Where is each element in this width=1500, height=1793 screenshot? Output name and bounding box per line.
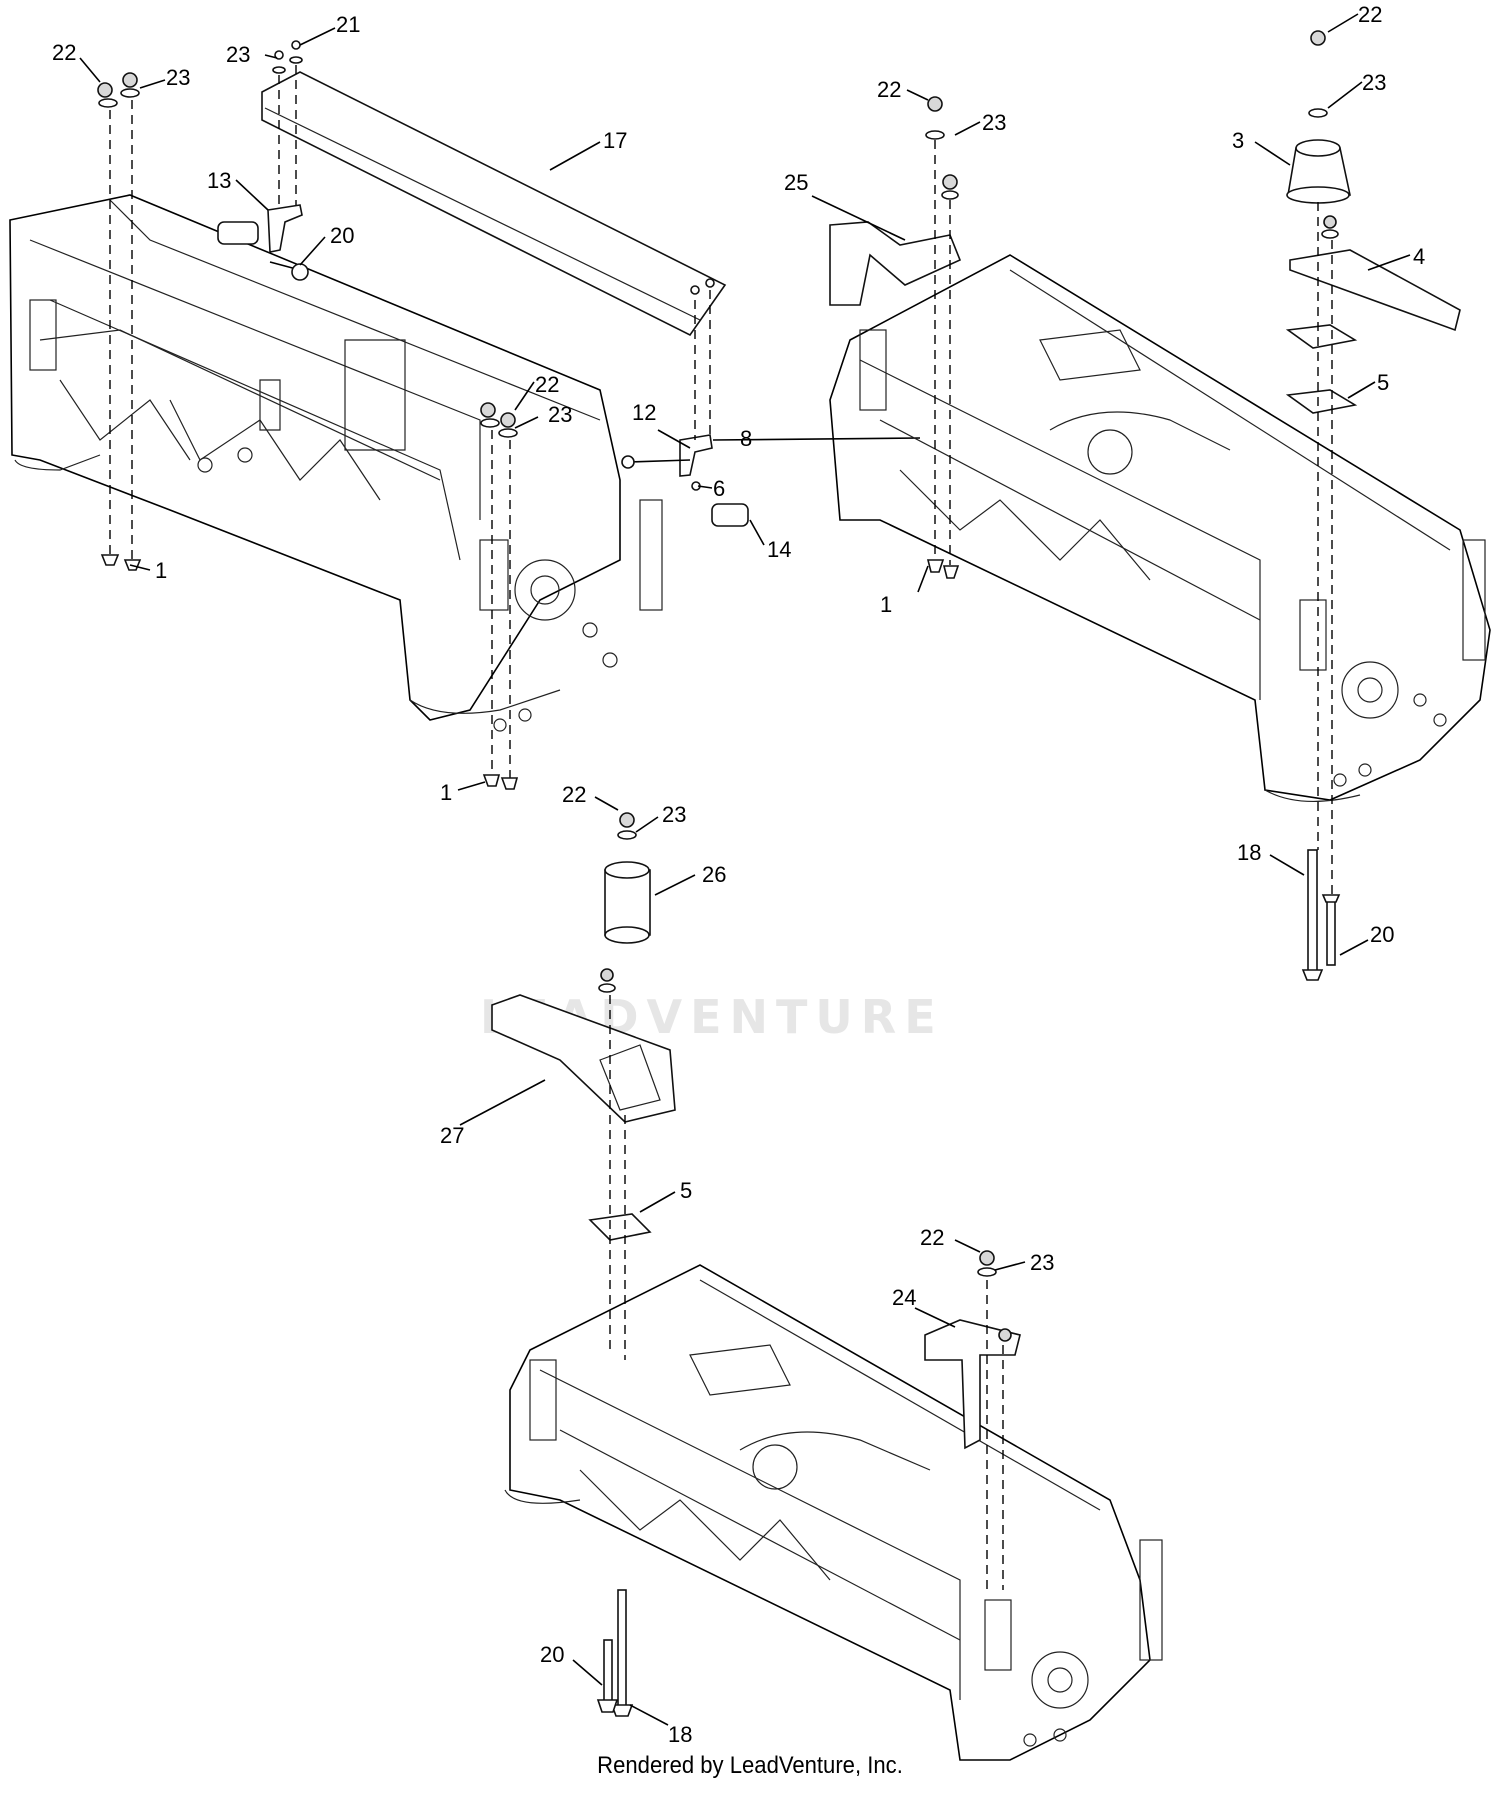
callout-22: 22: [920, 1225, 944, 1250]
callout-23: 23: [1030, 1250, 1054, 1275]
callout-18: 18: [668, 1722, 692, 1747]
callout-22: 22: [1358, 2, 1382, 27]
spacer-part-20-left: [217, 221, 259, 245]
callout-23: 23: [548, 402, 572, 427]
callout-23: 23: [226, 42, 250, 67]
callout-5: 5: [1377, 370, 1389, 395]
callout-22: 22: [52, 40, 76, 65]
mount-part-27: [491, 994, 676, 1123]
cutting-unit-right: [829, 254, 1491, 802]
callout-20: 20: [540, 1642, 564, 1667]
callout-23: 23: [662, 802, 686, 827]
bracket-part-25: [829, 221, 962, 306]
bolt-part-20-bottom: [603, 1639, 613, 1706]
callout-27: 27: [440, 1123, 464, 1148]
callout-17: 17: [603, 128, 627, 153]
callout-22: 22: [535, 372, 559, 397]
bracket-part-13: [267, 204, 303, 253]
callout-1: 1: [880, 592, 892, 617]
shield-part-17: [261, 71, 727, 337]
callout-4: 4: [1413, 244, 1425, 269]
callout-1: 1: [440, 780, 452, 805]
leader-lines-left: [79, 27, 921, 791]
plate-part-5-upper: [1285, 324, 1358, 349]
callout-3: 3: [1232, 128, 1244, 153]
hardware-bottom: [596, 812, 1012, 1717]
callout-5: 5: [680, 1178, 692, 1203]
plate-part-5-bottom: [588, 1213, 652, 1241]
callout-13: 13: [207, 168, 231, 193]
callout-20: 20: [1370, 922, 1394, 947]
cutting-unit-left: [9, 194, 663, 732]
cutting-unit-bottom: [504, 1264, 1163, 1761]
bolt-part-18-bottom: [617, 1589, 627, 1711]
callout-24: 24: [892, 1285, 916, 1310]
riser-part-26: [604, 861, 651, 944]
callout-20: 20: [330, 223, 354, 248]
bolt-part-18-right: [1307, 849, 1318, 976]
leader-lines-bottom: [459, 796, 1026, 1726]
callout-23: 23: [982, 110, 1006, 135]
bracket-part-12: [679, 434, 713, 477]
spacer-part-14: [711, 503, 749, 527]
callout-21: 21: [336, 12, 360, 37]
callout-22: 22: [562, 782, 586, 807]
callout-23: 23: [166, 65, 190, 90]
callout-1: 1: [155, 558, 167, 583]
callout-25: 25: [784, 170, 808, 195]
callout-26: 26: [702, 862, 726, 887]
hardware-right: [925, 30, 1341, 981]
bolt-part-20-right: [1326, 899, 1336, 966]
plate-part-5-lower: [1285, 389, 1358, 414]
callout-labels: 22 23 23 21 17 13 20 22 23 12 8 6 14 1 1…: [52, 2, 1425, 1747]
callout-14: 14: [767, 537, 791, 562]
callout-23: 23: [1362, 70, 1386, 95]
callout-22: 22: [877, 77, 901, 102]
footer-credit: Rendered by LeadVenture, Inc.: [597, 1752, 903, 1779]
callout-18: 18: [1237, 840, 1261, 865]
callout-8: 8: [740, 426, 752, 451]
callout-12: 12: [632, 400, 656, 425]
bar-part-4: [1289, 249, 1461, 332]
callout-6: 6: [713, 476, 725, 501]
bracket-part-24: [924, 1319, 1021, 1450]
leader-lines-right: [811, 13, 1411, 956]
